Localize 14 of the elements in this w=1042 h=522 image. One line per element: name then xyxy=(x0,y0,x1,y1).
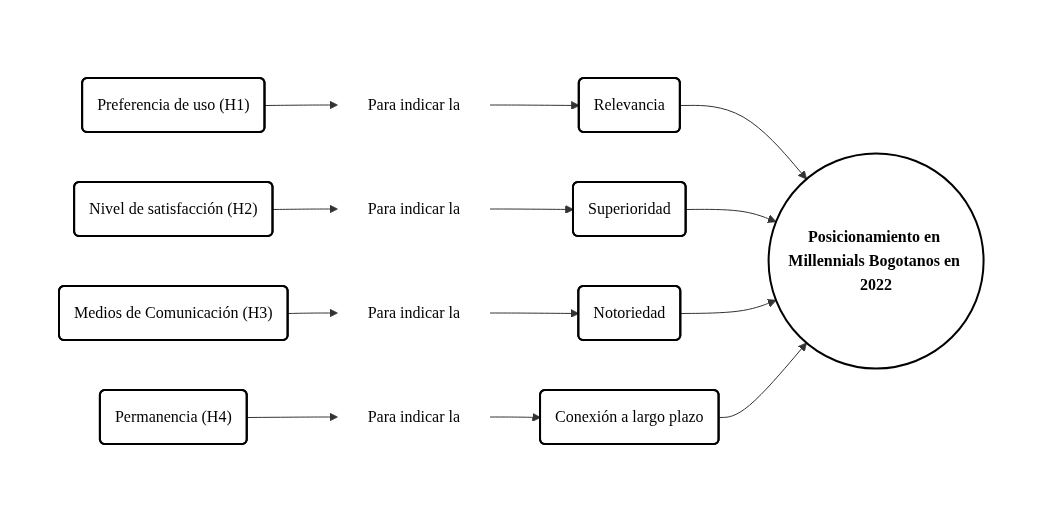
arrow xyxy=(287,308,338,318)
node-text: Para indicar la xyxy=(367,96,460,113)
arrow xyxy=(272,204,338,214)
node-text: Para indicar la xyxy=(367,304,460,321)
arrow xyxy=(246,412,338,422)
node-circle: Posicionamiento en Millennials Bogotanos en 2022 xyxy=(767,152,985,370)
arrow xyxy=(489,309,579,318)
node-text: Para indicar la xyxy=(367,200,460,217)
node-text: Para indicar la xyxy=(367,408,460,425)
arrow xyxy=(718,342,807,418)
arrow xyxy=(264,100,338,110)
arrow xyxy=(679,104,807,180)
arrow xyxy=(680,299,777,314)
arrow xyxy=(685,208,777,223)
